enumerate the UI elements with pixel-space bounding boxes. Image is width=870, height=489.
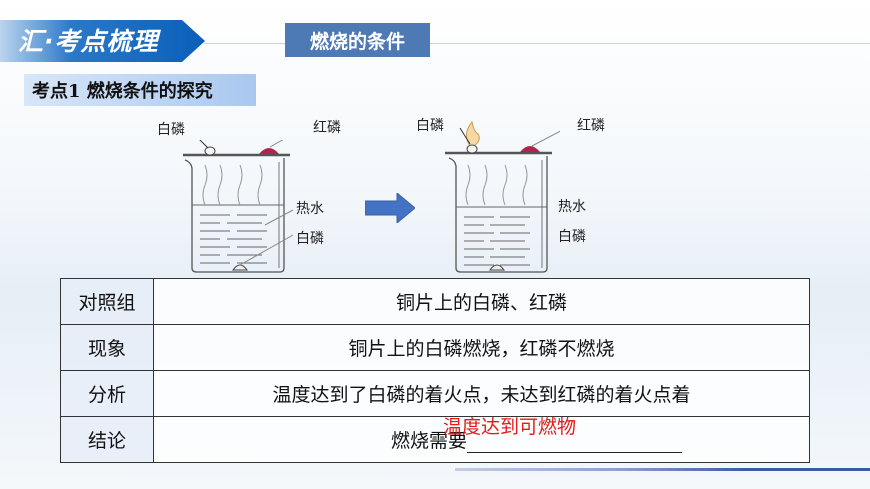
- conclusion-text: 燃烧需要: [390, 430, 467, 452]
- row-content: 温度达到了白磷的着火点，未达到红磷的着火点着: [153, 370, 810, 417]
- row-label: 分析: [60, 370, 154, 417]
- section-banner: [0, 20, 205, 62]
- row-content: 燃烧需要: [153, 416, 810, 463]
- row-content: 铜片上的白磷燃烧，红磷不燃烧: [153, 324, 810, 371]
- row-label: 现象: [60, 324, 154, 371]
- table-row: 分析温度达到了白磷的着火点，未达到红磷的着火点着: [60, 370, 810, 417]
- label-white-phosphorus-water-after: 白磷: [558, 229, 586, 245]
- row-label: 结论: [60, 416, 154, 463]
- answer-blank: [467, 432, 682, 453]
- table-row: 现象铜片上的白磷燃烧，红磷不燃烧: [60, 324, 810, 371]
- label-white-phosphorus-top-after: 白磷: [416, 118, 444, 134]
- topic-title: 燃烧的条件: [285, 23, 430, 57]
- row-label: 对照组: [60, 278, 154, 325]
- subtitle: 考点1 燃烧条件的探究: [24, 74, 256, 106]
- label-white-phosphorus-water: 白磷: [296, 231, 324, 247]
- row-content: 铜片上的白磷、红磷: [153, 278, 810, 325]
- arrow-right-icon: [365, 193, 415, 223]
- label-red-phosphorus: 红磷: [313, 120, 341, 136]
- section-title: 汇·考点梳理: [18, 27, 159, 56]
- table-row: 结论 燃烧需要: [60, 416, 810, 463]
- decorative-line: [455, 468, 870, 471]
- table-row: 对照组铜片上的白磷、红磷: [60, 278, 810, 325]
- label-red-phosphorus-after: 红磷: [577, 118, 605, 134]
- experiment-table: 对照组铜片上的白磷、红磷 现象铜片上的白磷燃烧，红磷不燃烧 分析温度达到了白磷的…: [60, 278, 810, 463]
- beaker-after: [445, 120, 560, 273]
- answer-text: 温度达到可燃物: [443, 416, 577, 438]
- divider: [205, 43, 870, 44]
- label-hot-water-after: 热水: [558, 199, 586, 215]
- label-white-phosphorus-top: 白磷: [157, 122, 185, 138]
- beaker-before: [183, 140, 294, 273]
- label-hot-water: 热水: [296, 201, 324, 217]
